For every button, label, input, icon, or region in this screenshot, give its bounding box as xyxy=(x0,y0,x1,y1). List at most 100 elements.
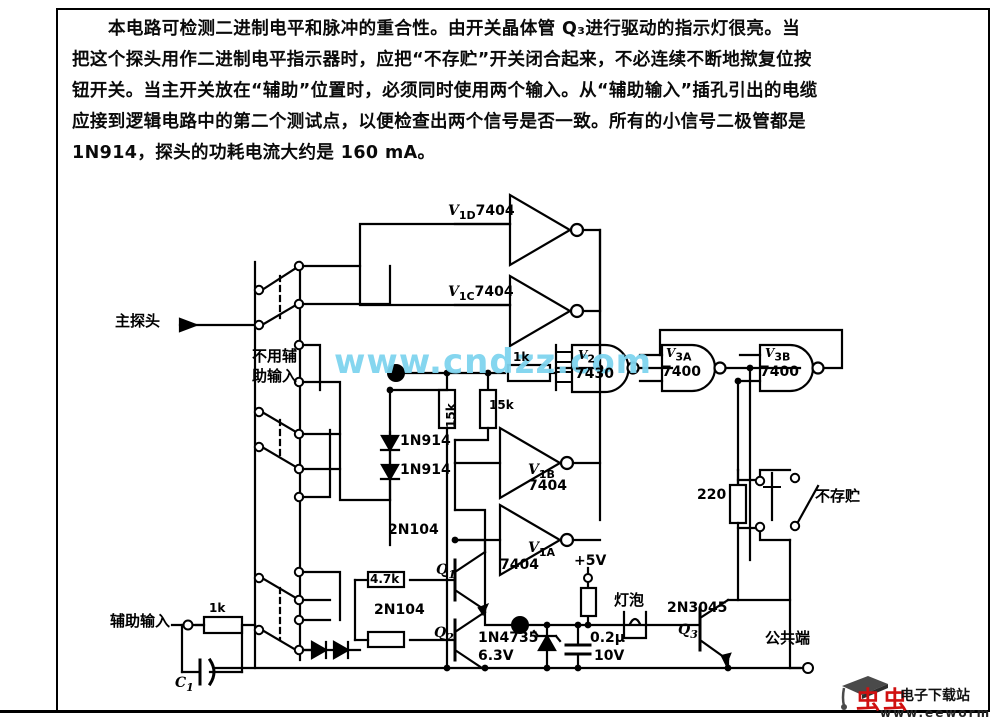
contact xyxy=(253,441,265,453)
gate-v2-sub: 2 xyxy=(587,352,595,366)
gate-type-v3b: 7400 xyxy=(760,364,799,380)
gate-label-v2: V2 xyxy=(578,348,595,365)
gate-v1c-designator: V xyxy=(448,284,459,300)
resistor-1k-aux xyxy=(202,615,244,635)
description-paragraph: 本电路可检测二进制电平和脉冲的重合性。由开关晶体管 Q₃进行驱动的指示灯很亮。当… xyxy=(72,14,972,169)
graduation-cap-icon xyxy=(841,676,888,710)
gate-v1a-sub: 1A xyxy=(538,545,556,559)
aux-input-jack xyxy=(182,619,194,631)
route-d xyxy=(301,380,392,502)
resistor-label-15k-b: 15k xyxy=(489,398,514,412)
gate-v1d-type: 7404 xyxy=(475,203,515,219)
gate-v3b-sub: 3B xyxy=(774,350,791,364)
gate-label-v1c: V1C7404 xyxy=(448,284,514,303)
paragraph-line-5: 1N914，探头的功耗电流大约是 160 mA。 xyxy=(72,143,436,163)
resistor-label-4k7: 4.7k xyxy=(370,572,400,586)
resistor-label-220: 220 xyxy=(697,487,727,503)
q3-collector-lead xyxy=(698,598,730,620)
diode-d1-body xyxy=(380,434,400,453)
c1-sub: 1 xyxy=(186,680,194,694)
contact xyxy=(253,319,265,331)
sw-wire-top xyxy=(736,468,792,482)
diode-d2-body xyxy=(380,463,400,482)
zener-body xyxy=(537,633,557,652)
paragraph-line-4: 应接到逻辑电路中的第二个测试点，以便检查出两个信号是否一致。所有的小信号二极管都… xyxy=(72,112,806,132)
junction-dot-lamp xyxy=(511,616,529,634)
lamp-body xyxy=(622,610,648,640)
resistor-label-1k-aux: 1k xyxy=(209,601,226,615)
contact xyxy=(253,624,265,636)
q3-ref: Q xyxy=(678,622,691,638)
q3-sub: 3 xyxy=(690,627,698,641)
junction xyxy=(443,664,451,672)
lamp-filament xyxy=(628,617,642,626)
gate-v1c-bubble xyxy=(569,303,585,319)
gate-v1d-designator: V xyxy=(448,203,459,219)
contact xyxy=(253,284,265,296)
c1-plate-b xyxy=(207,657,216,687)
gate-v1b-designator: V xyxy=(528,462,539,478)
junction xyxy=(574,621,582,629)
gate-label-v1d: V1D7404 xyxy=(448,203,515,222)
resistor-label-1k-series: 1k xyxy=(513,350,530,364)
junction xyxy=(574,664,582,672)
label-unused-aux-2: 助输入 xyxy=(252,367,298,385)
route-h xyxy=(301,570,342,622)
resistor-4k7-b xyxy=(366,630,406,649)
pushbutton-contact-top xyxy=(754,475,766,487)
page-frame xyxy=(56,8,990,712)
transistor-label-q3: Q3 xyxy=(678,622,698,641)
junction xyxy=(481,664,489,672)
capacitor-label-c1: C1 xyxy=(175,675,194,694)
gate-label-v3a: V3A xyxy=(666,346,691,363)
gate-v1b-bubble xyxy=(559,455,575,471)
contact xyxy=(253,406,265,418)
paragraph-line-3: 钮开关。当主开关放在“辅助”位置时，必须同时使用两个输入。从“辅助输入”插孔引出… xyxy=(72,81,818,101)
junction xyxy=(443,369,451,377)
gate-type-v1b: 7404 xyxy=(528,478,567,494)
junction xyxy=(543,664,551,672)
q1-collector-up xyxy=(453,508,487,554)
diode-label-d2: 1N914 xyxy=(400,462,451,478)
switch-blade-4 xyxy=(260,445,298,469)
contact xyxy=(253,572,265,584)
junction xyxy=(596,364,604,372)
q1-collector-lead xyxy=(453,550,487,574)
route-b xyxy=(301,264,392,306)
paragraph-line-2: 把这个探头用作二进制电平指示器时，应把“不存贮”开关闭合起来，不必连续不断地揿复… xyxy=(72,50,812,70)
gate-v1c-body xyxy=(508,274,573,348)
gate-v2-designator: V xyxy=(578,348,588,362)
junction xyxy=(746,364,754,372)
label-main-probe: 主探头 xyxy=(115,312,161,330)
junction xyxy=(386,386,394,394)
q2-sub: 2 xyxy=(446,630,454,644)
c1-legs xyxy=(180,623,244,674)
label-aux-input: 辅助输入 xyxy=(110,612,171,630)
resistor-1k-series xyxy=(506,363,552,383)
transistor-label-q2: Q2 xyxy=(434,625,454,644)
probe-arrow xyxy=(178,317,200,333)
junction xyxy=(451,536,459,544)
gate-v1d-sub: 1D xyxy=(458,208,476,222)
gate-v3a-designator: V xyxy=(666,346,676,360)
capacitor-label-cfilter-2: 10V xyxy=(594,648,625,664)
bug-logo-1: 虫 xyxy=(856,686,880,714)
page-top-rule xyxy=(56,8,988,10)
gate-v3b-bubble xyxy=(811,361,825,375)
route-g xyxy=(301,428,332,499)
junction xyxy=(734,377,742,385)
zener-bar xyxy=(532,629,562,643)
bug-logo-2: 虫 xyxy=(883,686,907,714)
bottom-diode-2 xyxy=(332,640,351,660)
c1-ref: C xyxy=(175,675,187,691)
page-bottom-rule xyxy=(0,710,988,713)
nostore-contact-top xyxy=(789,472,801,484)
gate-v1d-bubble xyxy=(569,222,585,238)
r15k-b-bottom xyxy=(453,426,490,442)
q1-sub: 1 xyxy=(448,567,456,581)
supply-node xyxy=(583,573,593,583)
gate-type-v3a: 7400 xyxy=(662,364,701,380)
transistor-label-q3-type: 2N3045 xyxy=(667,600,728,616)
